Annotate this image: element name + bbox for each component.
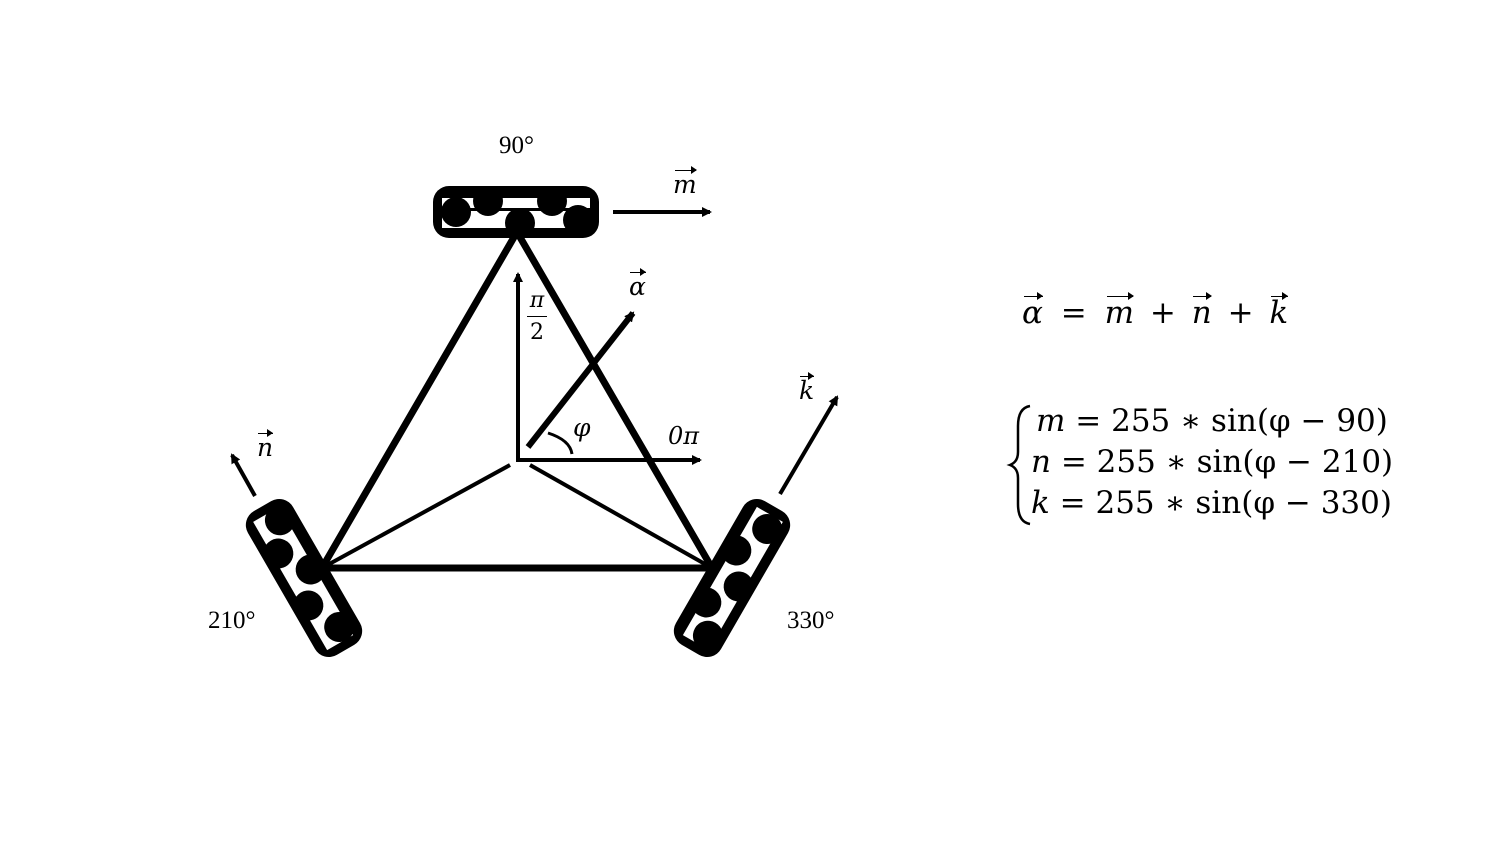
vector-alpha-text: α xyxy=(629,268,646,301)
eq-alpha: α xyxy=(1022,292,1043,331)
n-force-arrow xyxy=(230,453,257,497)
equation-k: k = 255 ∗ sin(φ − 330) xyxy=(1031,488,1392,519)
vector-label-n: n xyxy=(257,429,274,462)
equation-m-var: m xyxy=(1036,403,1066,439)
vector-n-text: n xyxy=(257,429,274,462)
half-pi-denominator: 2 xyxy=(530,320,544,345)
angle-label-330: 330° xyxy=(787,607,835,634)
equation-n: n = 255 ∗ sin(φ − 210) xyxy=(1031,447,1393,478)
eq-k: k xyxy=(1269,292,1289,331)
angle-label-210: 210° xyxy=(208,607,256,634)
vector-label-m: m xyxy=(673,166,697,199)
vector-k-text: k xyxy=(799,372,815,405)
phi-label: φ xyxy=(573,413,591,442)
wheel-right xyxy=(673,498,791,658)
eq-m: m xyxy=(1104,292,1135,331)
vector-m-text: m xyxy=(673,166,697,199)
equation-k-var: k xyxy=(1031,485,1050,521)
wheel-top xyxy=(433,186,599,238)
vector-label-alpha: α xyxy=(629,268,646,301)
robot-frame-triangle xyxy=(318,228,716,572)
zero-pi-label: 0π xyxy=(668,422,700,450)
eq-plus-2: + xyxy=(1227,295,1254,331)
angle-label-90: 90° xyxy=(499,132,534,159)
half-pi-label: π 2 xyxy=(527,288,547,345)
equation-k-rhs: = 255 ∗ sin(φ − 330) xyxy=(1059,485,1392,521)
equation-m: m = 255 ∗ sin(φ − 90) xyxy=(1036,406,1388,437)
vector-label-k: k xyxy=(799,372,815,405)
wheel-left xyxy=(245,498,363,658)
fraction-bar xyxy=(527,316,547,317)
eq-plus-1: + xyxy=(1149,295,1176,331)
center-spokes xyxy=(321,463,713,570)
system-brace xyxy=(1006,404,1031,526)
k-force-arrow xyxy=(778,395,839,496)
alpha-vector-arrow xyxy=(525,311,636,449)
eq-n: n xyxy=(1191,292,1212,331)
phi-arc xyxy=(547,431,574,455)
half-pi-numerator: π xyxy=(529,288,545,313)
equation-n-var: n xyxy=(1031,444,1051,480)
eq-equals: = xyxy=(1060,295,1087,331)
equation-m-rhs: = 255 ∗ sin(φ − 90) xyxy=(1075,403,1388,439)
equation-n-rhs: = 255 ∗ sin(φ − 210) xyxy=(1060,444,1394,480)
sum-equation: α = m + n + k xyxy=(1022,292,1289,331)
